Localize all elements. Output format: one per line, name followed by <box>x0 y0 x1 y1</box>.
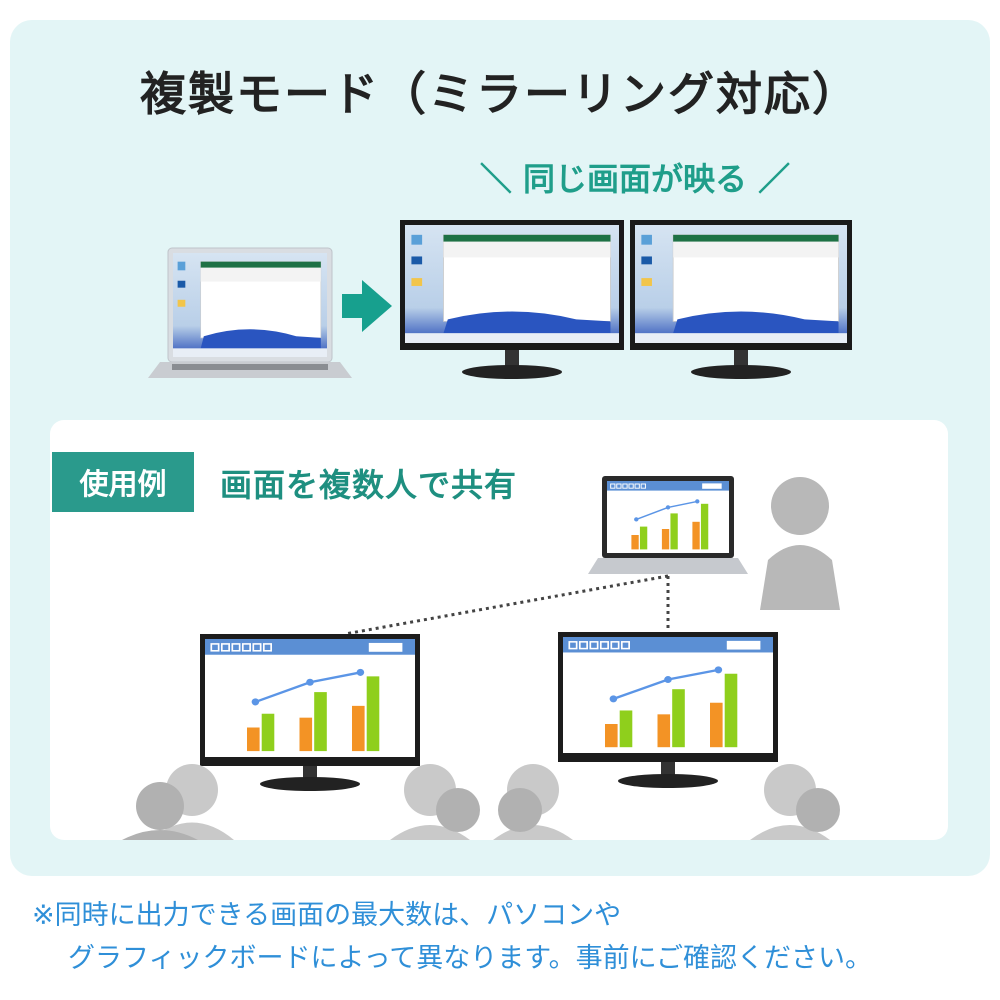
laptop-source <box>148 247 352 378</box>
arrow-right-icon <box>342 280 392 332</box>
monitor-mirror-2 <box>630 220 852 379</box>
connection-line <box>344 574 669 636</box>
shared-monitor-1 <box>200 634 420 791</box>
example-heading: 画面を複数人で共有 <box>220 466 518 504</box>
person-icon <box>760 477 840 610</box>
subtitle: ＼ 同じ画面が映る ／ <box>479 160 791 198</box>
note-line-1: ※同時に出力できる画面の最大数は、パソコンや <box>32 900 622 931</box>
page-title: 複製モード（ミラーリング対応） <box>140 67 860 121</box>
monitor-mirror-1 <box>400 220 624 379</box>
shared-monitor-2 <box>558 632 778 788</box>
audience-icons <box>122 764 840 840</box>
note-line-2: グラフィックボードによって異なります。事前にご確認ください。 <box>68 943 873 974</box>
example-badge: 使用例 <box>52 452 194 512</box>
presenter-laptop <box>588 476 748 574</box>
